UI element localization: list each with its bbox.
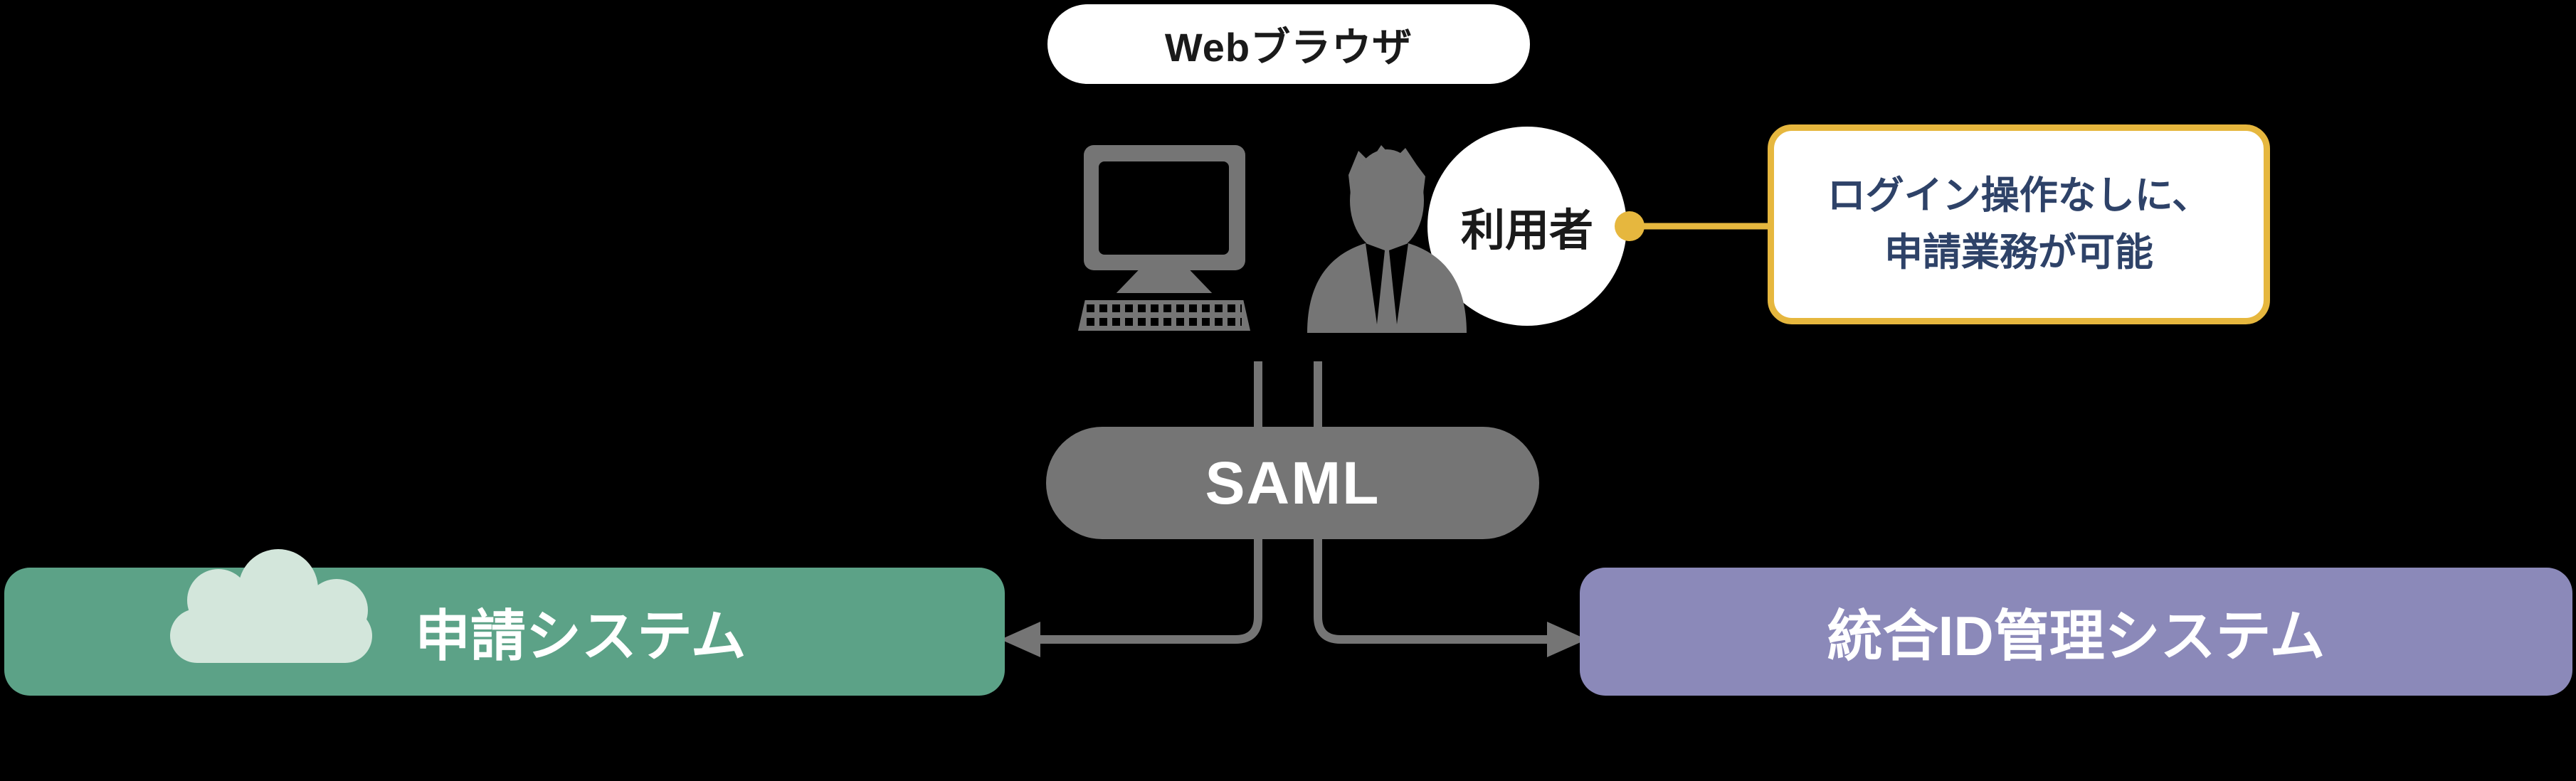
id-system-node: 統合ID管理システム [1580, 568, 2572, 696]
business-person-icon [1307, 145, 1467, 333]
arrowhead-left [1001, 622, 1040, 657]
person-collar-left [1366, 243, 1385, 324]
person-collar-right [1389, 243, 1408, 324]
id-system-label: 統合ID管理システム [1827, 605, 2326, 667]
keyboard-keys-row [1087, 304, 1242, 312]
callout-line2: 申請業務が可能 [1884, 230, 2153, 274]
computer-screen [1099, 161, 1229, 255]
cloud-icon [170, 549, 372, 663]
user-badge: 利用者 [1427, 127, 1627, 326]
app-system-label: 申請システム [415, 605, 746, 667]
browser-node: Webブラウザ [1047, 4, 1530, 84]
connector-dot [1615, 211, 1645, 241]
user-badge-circle [1427, 127, 1627, 326]
computer-monitor-icon [1084, 145, 1245, 270]
person-head [1350, 149, 1424, 252]
callout-line1: ログイン操作なしに、 [1827, 174, 2211, 218]
flow-line-left [1038, 361, 1262, 644]
arrowhead-right [1547, 622, 1587, 657]
user-label: 利用者 [1460, 206, 1593, 255]
saml-label: SAML [1205, 449, 1381, 516]
browser-label: Webブラウザ [1164, 24, 1413, 70]
person-body [1307, 243, 1467, 333]
saml-node: SAML [1046, 427, 1539, 539]
callout-note: ログイン操作なしに、 申請業務が可能 [1768, 124, 2270, 324]
keyboard-keys-row [1087, 318, 1242, 326]
computer-keyboard-icon [1078, 300, 1250, 331]
flow-line-right [1314, 361, 1550, 644]
